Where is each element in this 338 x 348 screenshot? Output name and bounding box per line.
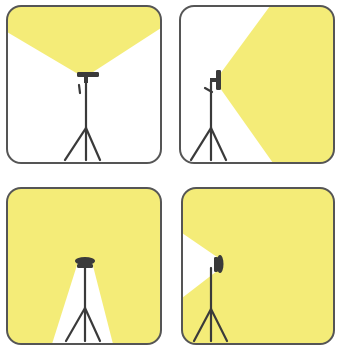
light-beam — [220, 6, 334, 163]
panel-frame — [6, 5, 162, 164]
light-beam — [7, 6, 161, 74]
panel-frame — [6, 187, 162, 345]
panel-background — [182, 188, 334, 344]
light-stand-icon — [192, 255, 229, 343]
light-stand-icon — [63, 72, 102, 162]
panel-light-pointing-up — [6, 5, 162, 164]
light-stand-icon — [64, 257, 102, 343]
panel-light-pointing-left — [181, 187, 335, 345]
panel-light-pointing-right — [179, 5, 335, 164]
panel-frame — [179, 5, 335, 164]
panel-frame — [181, 187, 335, 345]
light-beam — [182, 233, 217, 298]
light-stand-icon — [189, 70, 228, 162]
light-beam — [52, 262, 113, 344]
panel-light-pointing-down — [6, 187, 162, 345]
